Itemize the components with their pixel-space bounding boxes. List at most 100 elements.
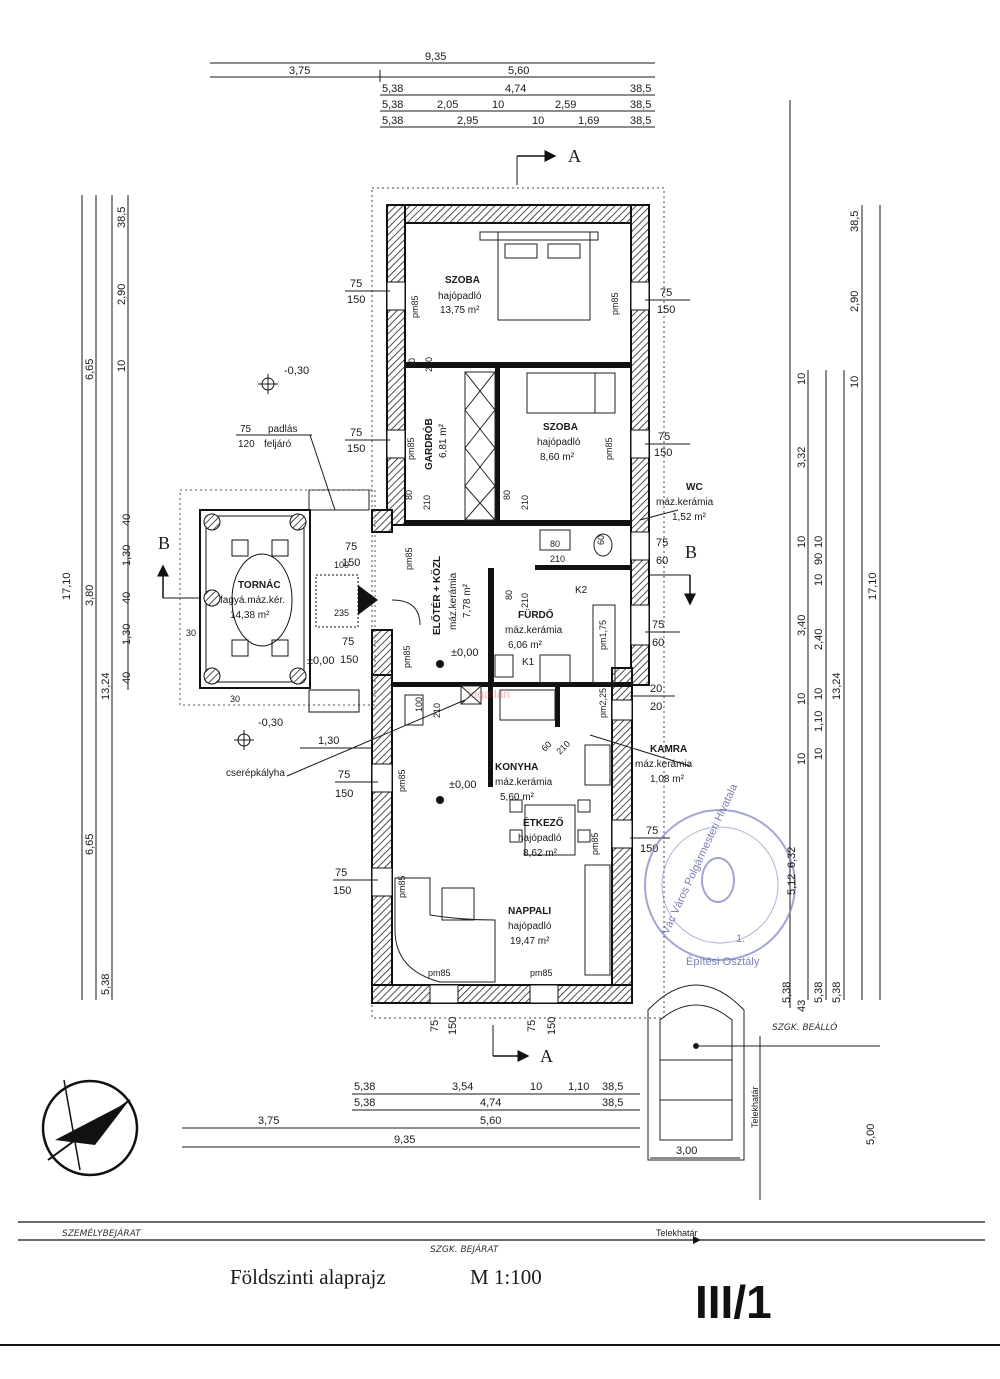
- dim-bot-r2-a: 5,38: [354, 1097, 375, 1109]
- dim-top-r2-a: 3,75: [289, 65, 310, 77]
- dim-top-r4-d: 2,59: [555, 99, 576, 111]
- door-80-b: 80: [404, 490, 414, 500]
- dim-bot-r3-b: 5,60: [480, 1115, 501, 1127]
- room-kamra-area: 1,08 m²: [650, 774, 685, 785]
- room-furdo-name: FÜRDŐ: [518, 608, 554, 621]
- dim-top-r5-d: 1,69: [578, 115, 599, 127]
- open-b1-w: 75: [429, 1020, 441, 1032]
- dim-left-inner-g: 1,30: [121, 624, 133, 645]
- door-210-c: 210: [520, 495, 530, 510]
- sheet-number: III/1: [695, 1276, 772, 1328]
- open-r1-h: 150: [657, 304, 675, 316]
- door-60: 60: [539, 739, 553, 753]
- open-r2-w: 75: [658, 431, 670, 443]
- open-r4-h: 60: [652, 637, 664, 649]
- dim-left-extra-a: 13,24: [100, 672, 112, 700]
- dim-right-c2-a: 3,32: [796, 447, 808, 468]
- dim-bot-r1-a: 5,38: [354, 1081, 375, 1093]
- dim-left-mid-a: 6,65: [84, 359, 96, 380]
- open-b1-h: 150: [447, 1017, 459, 1035]
- room-nappali-name: NAPPALI: [508, 906, 551, 917]
- level-markers: -0,30 -0,30 ±0,00 ±0,00 ±0,00: [234, 365, 478, 804]
- open-r2-h: 150: [654, 447, 672, 459]
- pm225: pm2,25: [598, 688, 608, 718]
- dim-top-r3-c: 38,5: [630, 83, 651, 95]
- bottom-dimension-chains: 5,38 3,54 10 1,10 38,5 5,38 4,74 38,5 3,…: [182, 1081, 740, 1159]
- open-l5-w: 75: [338, 769, 350, 781]
- dim-parking: 3,00: [676, 1145, 697, 1157]
- drawing-title: Földszinti alaprajz: [230, 1265, 386, 1289]
- dim-right-c1-b: 2,90: [849, 291, 861, 312]
- open-l3-w: 75: [345, 541, 357, 553]
- parking-area: 5,00 SZGK. BEÁLLÓ Telekhatár: [647, 984, 880, 1200]
- section-mark-b-left: B: [157, 533, 200, 599]
- dim-top-r5-e: 38,5: [630, 115, 651, 127]
- room-szoba1-name: SZOBA: [445, 275, 480, 286]
- telekhatar-vertical: Telekhatár: [750, 1086, 760, 1128]
- open-r5-w: 20: [650, 683, 662, 695]
- dim-top-total: 9,35: [425, 51, 446, 63]
- annotations: 75 padlás 120 feljáró cserépkályha 1,30 …: [186, 424, 691, 779]
- feljaro-width: 120: [238, 439, 255, 450]
- dim-left-inner-b: 2,90: [116, 284, 128, 305]
- dim-right-c1-e: 90: [813, 553, 825, 565]
- terrace: [179, 489, 378, 713]
- pm85-b: pm85: [610, 292, 620, 315]
- title-block: Földszinti alaprajz M 1:100 III/1: [230, 1265, 772, 1328]
- szgk-bejarat-label: SZGK. BEJÁRAT: [430, 1243, 500, 1255]
- room-tornac-name: TORNÁC: [238, 578, 281, 591]
- open-r3-h: 60: [656, 555, 668, 567]
- dim-right-c2-e: 43: [796, 1000, 808, 1012]
- dim-left-inner-e: 1,30: [121, 545, 133, 566]
- dim-right-c1-g: 2,40: [813, 629, 825, 650]
- door-210-e: 210: [520, 593, 530, 608]
- section-a-label: A: [568, 146, 581, 166]
- open-l6-h: 150: [333, 885, 351, 897]
- level-zero-hall: ±0,00: [451, 647, 478, 659]
- room-eloter-area: 7,78 m²: [462, 583, 473, 618]
- room-konyha-area: 5,60 m²: [500, 792, 535, 803]
- dim-bot-r1-e: 38,5: [602, 1081, 623, 1093]
- dim-top-r2-b: 5,60: [508, 65, 529, 77]
- door-80-c: 80: [502, 490, 512, 500]
- dim-bot-r4: 9,35: [394, 1134, 415, 1146]
- room-wc-name: WC: [686, 482, 703, 493]
- dim-left-mid-c: 6,65: [84, 834, 96, 855]
- room-kamra-floor: máz.kerámia: [635, 759, 693, 770]
- room-furdo-floor: máz.kerámia: [505, 625, 563, 636]
- szemelybejarat-label: SZEMÉLYBEJÁRAT: [62, 1227, 142, 1239]
- room-szoba1-floor: hajópadló: [438, 291, 482, 302]
- door-210-g: 210: [554, 739, 572, 757]
- room-szoba2-floor: hajópadló: [537, 437, 581, 448]
- dim-left-inner-a: 38,5: [116, 207, 128, 228]
- door-60-wc: 60: [596, 535, 606, 545]
- dim-right-c1-h: 10: [813, 688, 825, 700]
- room-gardrob-area: 6,81 m²: [438, 423, 449, 458]
- dim-right-c1-d: 10: [813, 536, 825, 548]
- left-dimension-chains: 17,10 6,65 3,80 6,65 13,24 5,38 38,5 2,9…: [61, 195, 133, 1000]
- door-80-d: 80: [550, 539, 560, 549]
- open-b2-w: 75: [526, 1020, 538, 1032]
- door-210-f: 210: [432, 703, 442, 718]
- dim-bot-r2-b: 4,74: [480, 1097, 501, 1109]
- open-r1-w: 75: [660, 287, 672, 299]
- dim-top-r4-a: 5,38: [382, 99, 403, 111]
- open-r4-w: 75: [652, 619, 664, 631]
- room-labels: SZOBA hajópadló 13,75 m² GARDRÓB 6,81 m²…: [220, 275, 714, 947]
- pm85-e: pm85: [404, 547, 414, 570]
- official-stamp: Vác Város Polgármesteri Hivatala Építési…: [644, 781, 798, 968]
- telekhatar-label: Telekhatár: [656, 1228, 698, 1238]
- k1-label: K1: [522, 657, 535, 668]
- dim-right-c2-b0: 10: [796, 373, 808, 385]
- pm85-f: pm85: [402, 645, 412, 668]
- open-l3-h: 150: [342, 557, 360, 569]
- dim-top-r4-b: 2,05: [437, 99, 458, 111]
- room-etkezo-area: 8,62 m²: [523, 848, 558, 859]
- room-nappali-area: 19,47 m²: [510, 936, 550, 947]
- room-etkezo-name: ÉTKEZŐ: [523, 816, 564, 829]
- room-szoba2-name: SZOBA: [543, 422, 578, 433]
- dim-top-r4-c: 10: [492, 99, 504, 111]
- dim-bot-r1-c: 10: [530, 1081, 542, 1093]
- stamp-bottom-text: Építési Osztály: [686, 955, 760, 968]
- room-szoba2-area: 8,60 m²: [540, 452, 575, 463]
